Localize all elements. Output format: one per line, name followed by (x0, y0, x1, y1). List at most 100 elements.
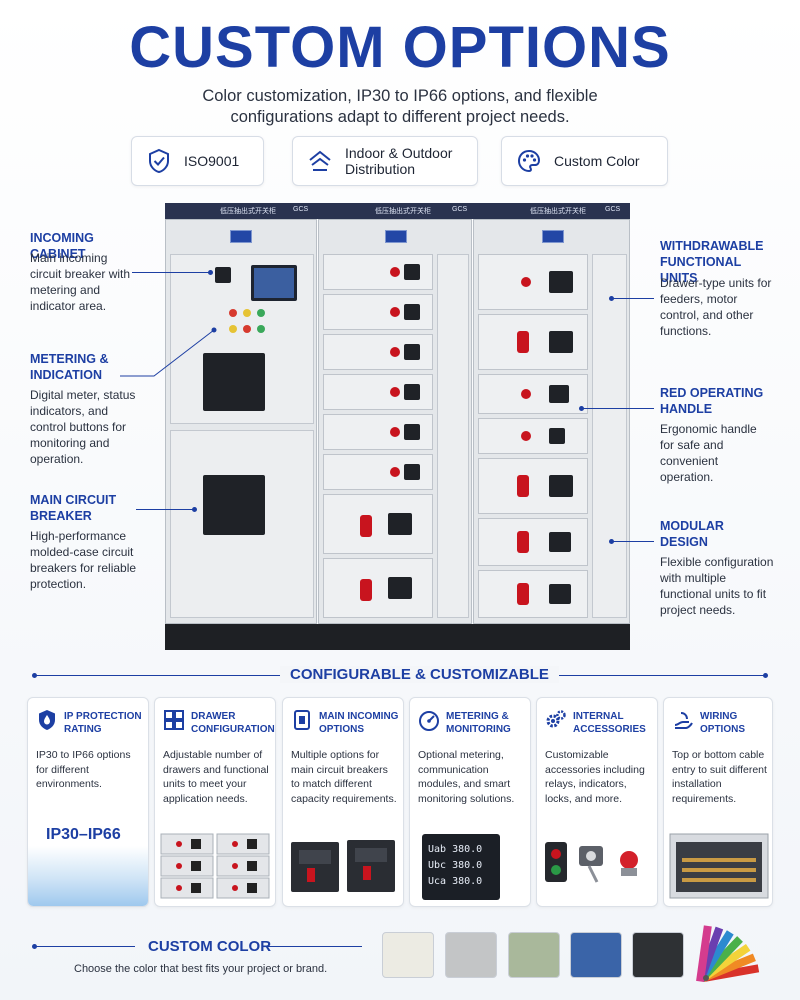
badge-iso9001: ISO9001 (131, 136, 264, 186)
card-text: IP30 to IP66 options for different envir… (36, 749, 131, 790)
breaker-icon (294, 710, 310, 730)
meter-line: Ubc 380.0 (428, 860, 483, 871)
callout-modular-title: MODULAR DESIGN (660, 519, 724, 549)
callout-leader-line (120, 327, 217, 377)
cabinet-label (230, 230, 252, 243)
color-fan-icon (696, 925, 760, 982)
incoming-section (165, 219, 317, 624)
callout-metering-title: METERING & INDICATION (30, 352, 109, 382)
card-ip-protection: IP PROTECTION RATING IP30 to IP66 option… (27, 697, 149, 907)
card-main-incoming: MAIN INCOMING OPTIONS Multiple options f… (282, 697, 404, 907)
rule-dot (763, 673, 768, 678)
drawer-unit (478, 518, 588, 566)
color-swatch-charcoal[interactable] (632, 932, 684, 978)
gauge-icon (419, 711, 439, 731)
callout-withdrawable-text: Drawer-type units for feeders, motor con… (660, 276, 772, 338)
callout-leader-dot (609, 539, 614, 544)
card-title: METERING & MONITORING (446, 711, 511, 735)
nameplate-code: GCS (452, 206, 468, 213)
color-swatch-sage-green[interactable] (508, 932, 560, 978)
color-swatch-ivory[interactable] (382, 932, 434, 978)
callout-leader-line (612, 541, 654, 542)
digital-meter-display: Uab 380.0 Ubc 380.0 Uca 380.0 (422, 834, 500, 900)
drawer-section-middle (318, 219, 472, 624)
cabinet-base (165, 624, 630, 650)
ip-range-highlight: IP30–IP66 (46, 826, 121, 843)
cabinet-label (385, 230, 407, 243)
badge-custom-color: Custom Color (501, 136, 668, 186)
card-metering-monitoring: METERING & MONITORING Optional metering,… (409, 697, 531, 907)
digital-meter (251, 265, 297, 301)
card-wiring-options: WIRING OPTIONS Top or bottom cable entry… (663, 697, 773, 907)
nameplate-code: GCS (605, 206, 621, 213)
drawer-unit (478, 254, 588, 310)
callout-leader-dot (208, 270, 213, 275)
card-text: Multiple options for main circuit breake… (291, 749, 397, 805)
indicator-lamp (243, 325, 251, 333)
custom-color-rule (262, 946, 362, 947)
main-breaker-lower (203, 475, 265, 535)
indicator-lamp (257, 309, 265, 317)
card-title: WIRING OPTIONS (700, 711, 746, 735)
color-swatch-light-gray[interactable] (445, 932, 497, 978)
hand-wire-icon (674, 712, 693, 729)
callout-handle-text: Ergonomic handle for safe and convenient… (660, 422, 757, 484)
drawer-unit (323, 334, 433, 370)
selector-switch (215, 267, 231, 283)
custom-color-title: CUSTOM COLOR (148, 938, 272, 955)
callout-incoming-title: INCOMING CABINET (30, 231, 94, 261)
card-internal-accessories: INTERNAL ACCESSORIES Customizable access… (536, 697, 658, 907)
drawer-unit (323, 374, 433, 410)
rule-dot (32, 944, 37, 949)
main-breaker-upper (203, 353, 265, 411)
callout-withdrawable-title: WITHDRAWABLE FUNCTIONAL UNITS (660, 239, 764, 285)
gears-icon (546, 710, 566, 728)
incoming-upper-door (170, 254, 314, 424)
callout-leader-dot (579, 406, 584, 411)
card-text: Top or bottom cable entry to suit differ… (672, 749, 767, 805)
drawer-unit (323, 494, 433, 554)
custom-color-text: Choose the color that best fits your pro… (74, 963, 328, 975)
meter-line: Uca 380.0 (428, 876, 483, 887)
card-title: INTERNAL ACCESSORIES (573, 711, 646, 735)
water-splash-image (28, 846, 148, 906)
card-text: Customizable accessories including relay… (545, 749, 645, 805)
meter-line: Uab 380.0 (428, 844, 483, 855)
callout-leader-line (582, 408, 654, 409)
page-subtitle: Color customization, IP30 to IP66 option… (202, 87, 598, 126)
callout-leader-line (132, 272, 210, 273)
callout-leader-line (136, 509, 194, 510)
card-drawer-configuration: DRAWER CONFIGURATION Adjustable number o… (154, 697, 276, 907)
drawer-unit (323, 294, 433, 330)
cable-compartment-door (592, 254, 627, 618)
incoming-lower-door (170, 430, 314, 618)
callout-incoming-text: Main incoming circuit breaker with meter… (30, 251, 131, 313)
indicator-lamp (257, 325, 265, 333)
cable-entry-image (669, 833, 769, 899)
drawer-unit (478, 374, 588, 414)
drawer-unit (323, 254, 433, 290)
card-title: MAIN INCOMING OPTIONS (319, 711, 399, 735)
nameplate-text: 低压抽出式开关柜 (220, 208, 276, 215)
card-text: Adjustable number of drawers and functio… (163, 749, 269, 805)
badge-label: ISO9001 (184, 153, 240, 169)
callout-leader-line (612, 298, 654, 299)
color-swatch-blue[interactable] (570, 932, 622, 978)
nameplate-code: GCS (293, 206, 309, 213)
badge-indoor-outdoor: Indoor & Outdoor Distribution (292, 136, 478, 186)
circuit-breakers-image (291, 840, 395, 892)
drawer-unit (478, 418, 588, 454)
callout-modular-text: Flexible configuration with multiple fun… (660, 555, 774, 617)
card-text: Optional metering, communication modules… (418, 749, 515, 805)
drawer-units-image (160, 833, 270, 899)
cabinet-nameplate-bar: 低压抽出式开关柜 GCS 低压抽出式开关柜 GCS 低压抽出式开关柜 GCS (165, 203, 630, 219)
rule-dot (32, 673, 37, 678)
palette-icon (517, 149, 541, 173)
callout-metering-text: Digital meter, status indicators, and co… (30, 388, 136, 466)
page-title: CUSTOM OPTIONS (129, 15, 671, 80)
house-layers-icon (309, 150, 331, 171)
shield-icon (39, 710, 55, 730)
drawer-unit (478, 458, 588, 514)
card-title: DRAWER CONFIGURATION (191, 711, 275, 735)
card-title: IP PROTECTION RATING (64, 711, 142, 735)
